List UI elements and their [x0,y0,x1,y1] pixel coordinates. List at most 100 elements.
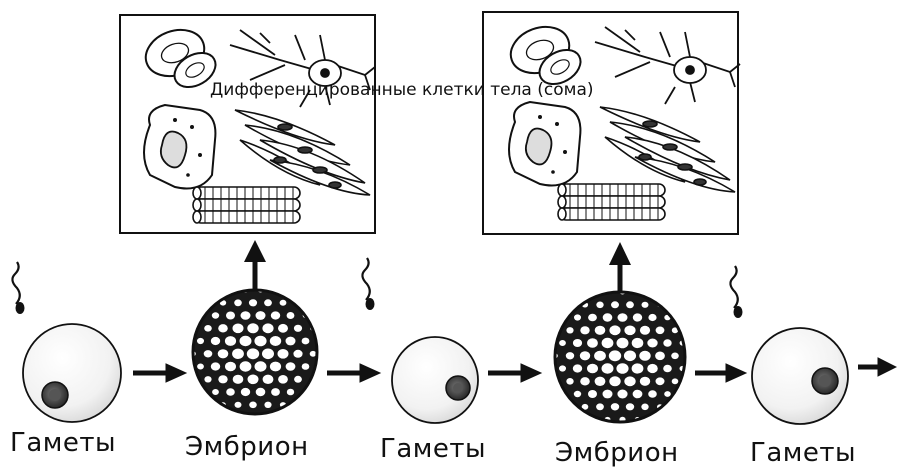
blastomere-cell [278,349,289,359]
blastomere-cell [218,324,228,332]
blastomere-cell [293,350,302,358]
blastomere-cell [687,354,692,359]
blastomere-cell [609,350,621,361]
blastomere-cell [640,377,650,386]
soma-panel-1 [120,15,375,233]
blastomere-cell [573,364,582,372]
blastomere-cell [211,362,220,370]
arrow-right-5-icon [858,358,896,376]
blastomere-cell [639,351,650,361]
embryo-1-icon [190,288,323,415]
soma-panel-2 [483,12,740,234]
blastomere-cell [663,365,672,373]
blastomere-cell [574,314,581,320]
gamete-egg-1-icon [23,324,121,422]
blastomere-cell [247,348,259,359]
blastomere-cell [603,390,613,399]
blastomere-cell [256,311,266,320]
blastomere-cell [241,388,250,396]
blastomere-cell [588,314,597,322]
blastomere-cell [226,312,235,320]
blastomere-cell [197,338,204,344]
sperm-2-icon [362,258,374,310]
stage-label-gametes-1: Гаметы [10,428,116,458]
blastomere-cell [294,376,302,383]
blastomere-cell [241,311,251,320]
blastomere-cell [624,376,635,386]
blastomere-cell [624,351,636,362]
sperm-1-icon [12,262,24,314]
blastomere-cell [560,315,565,320]
blastomere-cell [664,391,671,397]
blastomere-cell [626,301,634,308]
blastomere-cell [310,351,317,357]
blastomere-cell [595,377,606,386]
blastomere-cell [647,364,658,373]
blastomere-cell [218,375,227,383]
blastomere-cell [626,403,634,410]
blastomere-cell [567,405,572,410]
blastomere-cell [650,417,655,422]
blastomere-cell [256,388,266,396]
arrow-right-2-icon [327,364,380,382]
blastomere-cell [552,379,557,384]
blastomere-cell [640,326,650,335]
blastomere-cell [262,323,273,333]
blastomere-cell [587,364,598,374]
blastomere-cell [270,336,281,346]
blastomere-cell [204,376,211,382]
blastomere-cell [225,362,236,372]
blastomere-cell [263,375,274,384]
blastomere-cell [249,402,257,409]
arrow-up-1-icon [244,240,266,290]
blastomere-cell [211,337,220,345]
blastomere-cell [271,311,280,319]
stage-label-embryo-1: Эмбрион [185,432,309,462]
blastomere-cell [198,390,203,395]
blastomere-cell [632,338,644,348]
blastomere-cell [624,326,635,336]
blastomere-cell [318,339,323,344]
blastomere-cell [559,365,566,371]
blastomere-cell [212,389,219,395]
blastomere-cell [596,302,603,309]
blastomere-cell [225,336,236,346]
blastomere-cell [633,313,642,321]
blastomere-cell [655,352,665,361]
blastomere-cell [204,350,213,357]
gamete-egg-2-icon [392,337,478,423]
blastomere-cell [617,338,629,349]
blastomere-cell [262,349,274,360]
blastomere-cell [264,402,271,408]
blastomere-cell [226,388,235,396]
blastomere-cell [648,314,656,321]
blastomere-cell [278,375,288,384]
blastomere-cell [240,361,252,371]
blastomere-cell [233,324,244,334]
blastomere-cell [647,339,657,348]
blastomere-cell [190,326,195,331]
blastomere-cell [287,389,294,396]
blastomere-cell [602,363,614,373]
blastomere-cell [618,313,628,322]
blastomere-cell [280,300,287,306]
blastomere-cell [590,290,595,295]
blastomere-cell [212,312,219,318]
blastomere-cell [255,361,267,371]
blastomere-cell [287,312,295,319]
blastomere-cell [302,363,310,370]
gamete-egg-3-icon [752,328,848,424]
blastomere-cell [232,349,244,359]
blastomere-cell [632,363,644,373]
blastomere-cell [609,325,620,335]
blastomere-cell [197,364,204,370]
stage-label-gametes-3: Гаметы [750,438,856,468]
blastomere-cell [580,351,590,360]
arrow-right-4-icon [695,364,746,382]
stage-label-gametes-2: Гаметы [380,434,486,464]
blastomere-cell [616,363,628,374]
blastomere-cell [248,375,259,385]
blastomere-cell [318,364,323,369]
blastomere-cell [611,403,619,410]
